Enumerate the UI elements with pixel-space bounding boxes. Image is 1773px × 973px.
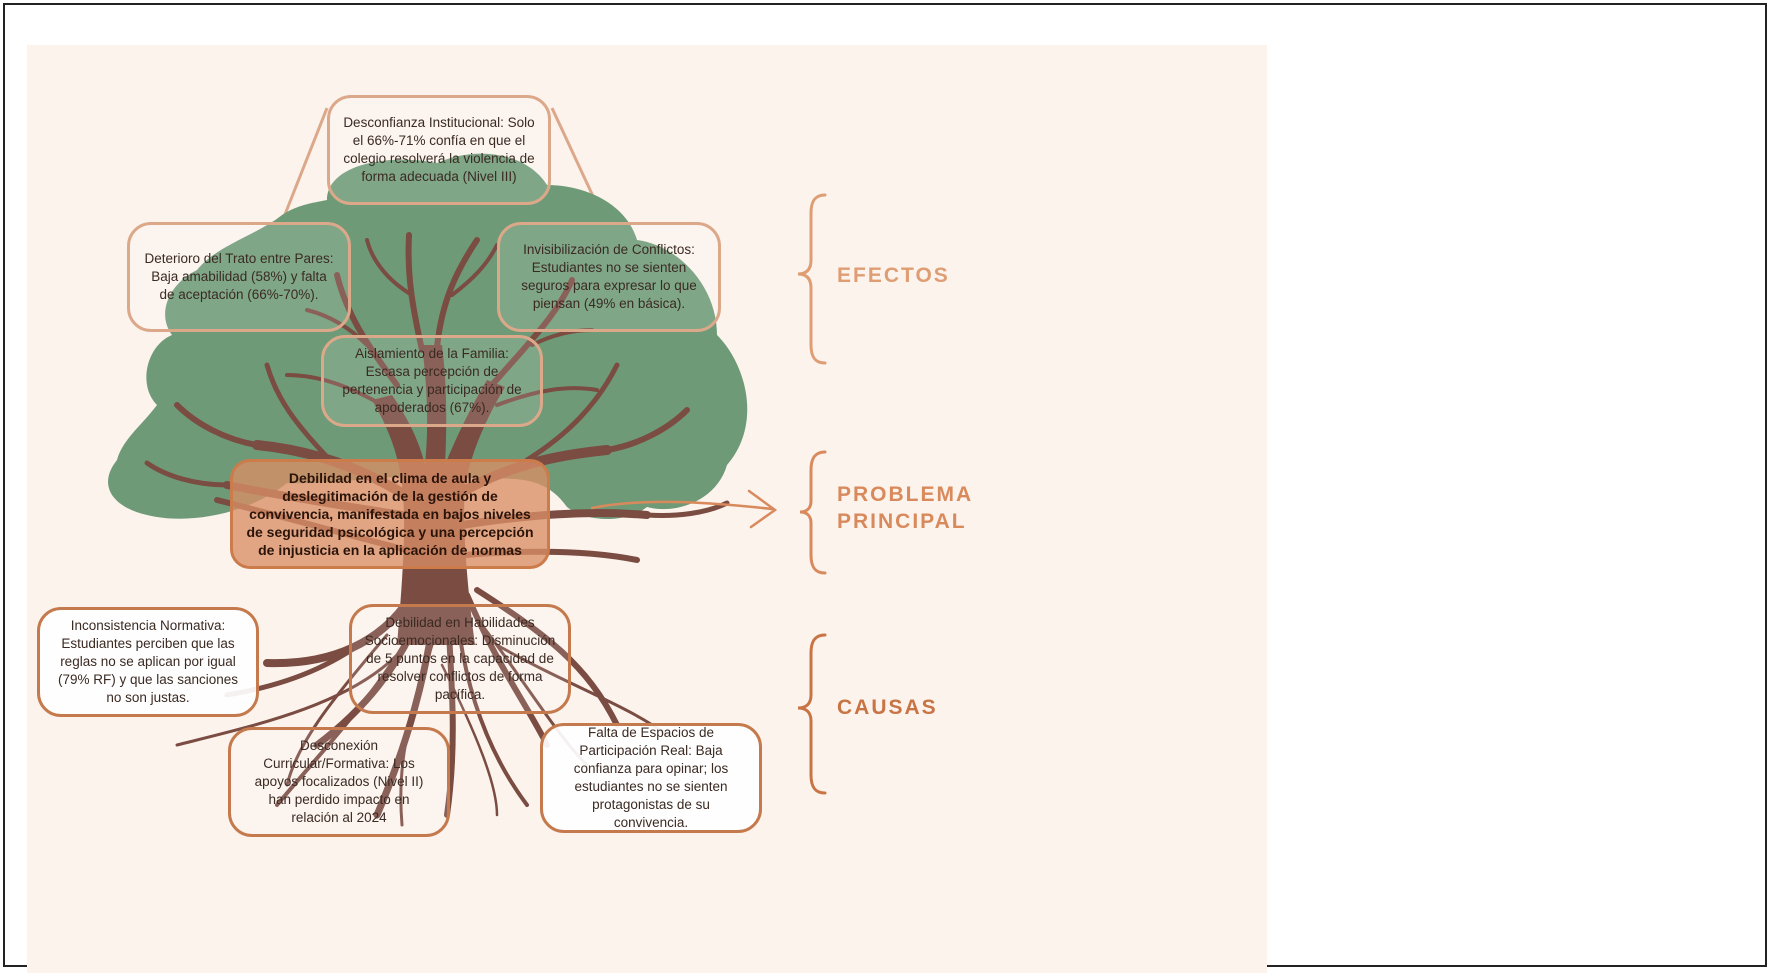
bracket-problem (799, 450, 827, 575)
effect-text: Aislamiento de la Familia: Escasa percep… (342, 346, 522, 415)
effect-box-institutional-distrust: Desconfianza Institucional: Solo el 66%-… (327, 95, 551, 205)
label-main-problem: PROBLEMA PRINCIPAL (837, 481, 973, 535)
cause-text: Desconexión Curricular/Formativa: Los ap… (254, 738, 424, 825)
cause-text: Falta de Espacios de Participación Real:… (573, 725, 729, 830)
tree-illustration (108, 107, 827, 827)
cause-box-participation-spaces: Falta de Espacios de Participación Real:… (540, 723, 762, 833)
cause-text: Debilidad en Habilidades Socioemocionale… (364, 615, 556, 702)
bracket-effects (797, 193, 827, 365)
cause-text: Inconsistencia Normativa: Estudiantes pe… (57, 618, 239, 705)
cause-box-normative-inconsistency: Inconsistencia Normativa: Estudiantes pe… (37, 607, 259, 717)
page-frame: Desconfianza Institucional: Solo el 66%-… (3, 3, 1767, 973)
diagram-canvas: Desconfianza Institucional: Solo el 66%-… (27, 45, 1267, 973)
effect-box-peer-treatment: Deterioro del Trato entre Pares: Baja am… (127, 222, 351, 332)
effect-text: Deterioro del Trato entre Pares: Baja am… (144, 251, 334, 302)
cause-box-socioemotional-skills: Debilidad en Habilidades Socioemocionale… (349, 604, 571, 714)
main-problem-text: Debilidad en el clima de aula y deslegit… (246, 470, 534, 558)
effect-box-conflict-invisibility: Invisibilización de Conflictos: Estudian… (497, 222, 721, 332)
label-causes: CAUSAS (837, 696, 938, 719)
effect-text: Desconfianza Institucional: Solo el 66%-… (343, 115, 535, 184)
label-problem-line1: PROBLEMA (837, 483, 974, 506)
cause-box-curricular-disconnection: Desconexión Curricular/Formativa: Los ap… (228, 727, 450, 837)
main-problem-box: Debilidad en el clima de aula y deslegit… (230, 459, 550, 569)
bracket-causes (797, 633, 827, 795)
label-problem-line2: PRINCIPAL (837, 510, 967, 533)
connector-line (280, 107, 329, 223)
effect-box-family-isolation: Aislamiento de la Familia: Escasa percep… (321, 335, 543, 427)
problem-arrow (590, 489, 778, 529)
tree-branches (144, 232, 730, 563)
effect-text: Invisibilización de Conflictos: Estudian… (521, 242, 697, 311)
label-effects: EFECTOS (837, 264, 950, 287)
